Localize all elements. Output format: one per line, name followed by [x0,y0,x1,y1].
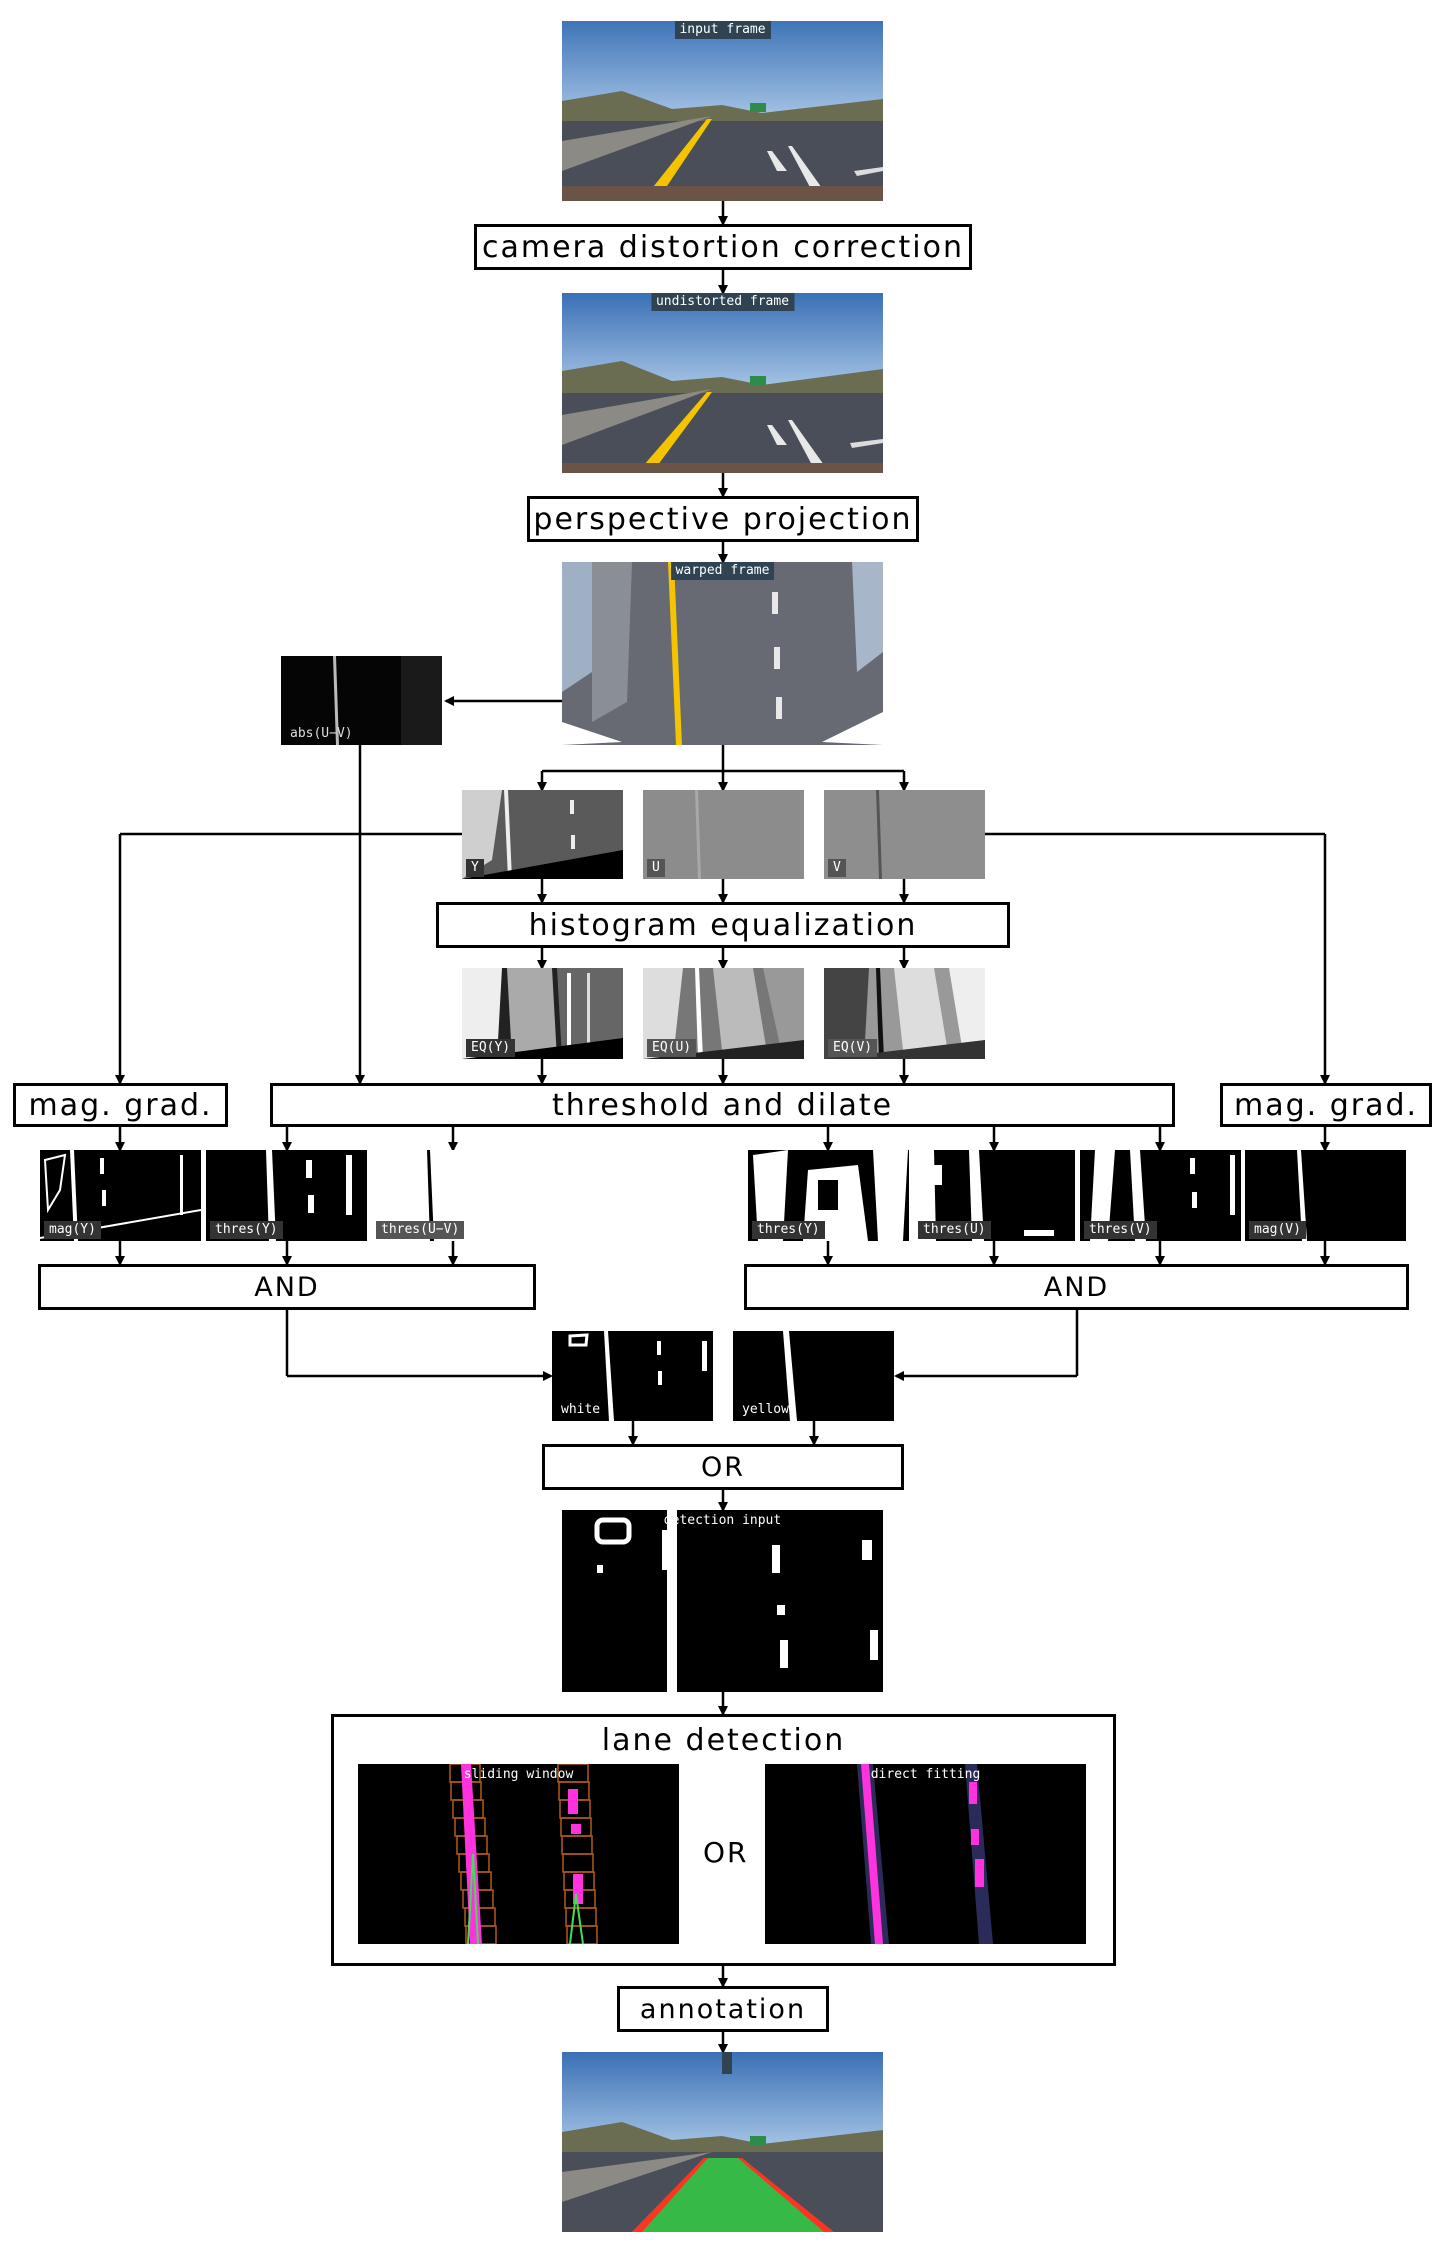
caption-thres-y-right: thres(Y) [752,1221,825,1239]
caption-mag-y: mag(Y) [44,1221,101,1239]
white-mask-plot [552,1331,713,1421]
mag-y-image: mag(Y) [40,1150,201,1241]
caption-direct-fitting: direct fitting [870,1767,981,1782]
caption-thres-y-left: thres(Y) [210,1221,283,1239]
caption-undistorted-frame: undistorted frame [650,293,795,311]
and-left-box: AND [38,1264,536,1310]
caption-eq-u: EQ(U) [647,1039,697,1057]
mag-grad-left-label: mag. grad. [28,1087,213,1123]
caption-thres-u: thres(U) [918,1221,991,1239]
sliding-window-image: sliding window [358,1764,679,1944]
histogram-equalization-label: histogram equalization [528,907,918,943]
caption-u: U [647,859,665,877]
camera-distortion-correction-box: camera distortion correction [474,224,972,270]
yellow-mask-image: yellow [733,1331,894,1421]
mag-grad-right-box: mag. grad. [1220,1083,1432,1127]
and-right-box: AND [744,1264,1409,1310]
caption-eq-y: EQ(Y) [466,1039,516,1057]
lane-detection-or-label: OR [703,1836,749,1869]
histogram-equalization-box: histogram equalization [436,902,1010,948]
thres-uv-image: thres(U−V) [372,1150,533,1241]
undistorted-frame-image: undistorted frame [562,293,883,473]
eq-y-plot [462,968,623,1059]
threshold-and-dilate-box: threshold and dilate [270,1083,1175,1127]
yellow-mask-plot [733,1331,894,1421]
caption-thres-uv: thres(U−V) [376,1221,465,1239]
mag-v-image: mag(V) [1245,1150,1406,1241]
camera-distortion-correction-label: camera distortion correction [481,229,965,265]
threshold-and-dilate-label: threshold and dilate [551,1087,894,1123]
eq-u-plot [643,968,804,1059]
thres-y-left-image: thres(Y) [206,1150,367,1241]
caption-abs-uv: abs(U−V) [290,726,353,741]
mag-grad-left-box: mag. grad. [13,1083,228,1127]
caption-yellow: yellow [742,1402,789,1417]
thres-y-right-image: thres(Y) [748,1150,909,1241]
caption-mag-v: mag(V) [1249,1221,1306,1239]
thres-u-image: thres(U) [914,1150,1075,1241]
mag-grad-right-label: mag. grad. [1233,1087,1419,1123]
thres-v-image: thres(V) [1080,1150,1241,1241]
abs-uv-plot [281,656,442,745]
annotation-box: annotation [617,1986,829,2032]
caption-v: V [828,859,846,877]
detection-input-image: detection input [562,1510,883,1692]
road-photo [562,21,883,201]
annotated-road-photo [562,2052,883,2232]
and-right-label: AND [1043,1271,1110,1303]
channel-v-image: V [824,790,985,879]
channel-y-plot [462,790,623,879]
eq-u-image: EQ(U) [643,968,804,1059]
sliding-window-plot [358,1764,679,1944]
direct-fitting-image: direct fitting [765,1764,1086,1944]
caption-white: white [561,1402,601,1417]
perspective-projection-box: perspective projection [527,496,919,542]
or-label: OR [700,1451,745,1483]
warped-road-photo [562,562,883,745]
caption-input-frame: input frame [674,21,771,39]
caption-y: Y [466,859,484,877]
channel-v-plot [824,790,985,879]
caption-detection-input: detection input [663,1513,782,1528]
output-frame-image [562,2052,883,2232]
channel-u-plot [643,790,804,879]
detection-input-plot [562,1510,883,1692]
channel-u-image: U [643,790,804,879]
channel-y-image: Y [462,790,623,879]
direct-fitting-plot [765,1764,1086,1944]
input-frame-image: input frame [562,21,883,201]
or-box: OR [542,1444,904,1490]
caption-thres-v: thres(V) [1084,1221,1157,1239]
lane-detection-label: lane detection [601,1723,846,1758]
annotation-label: annotation [639,1993,807,2025]
caption-warped-frame: warped frame [670,562,775,580]
perspective-projection-label: perspective projection [533,501,913,537]
caption-sliding-window: sliding window [463,1767,574,1782]
eq-y-image: EQ(Y) [462,968,623,1059]
and-left-label: AND [254,1271,320,1303]
white-mask-image: white [552,1331,713,1421]
mag-y-plot [40,1150,201,1241]
caption-eq-v: EQ(V) [828,1039,878,1057]
thres-y-left-plot [206,1150,367,1241]
road-photo [562,293,883,473]
abs-uv-image: abs(U−V) [281,656,442,745]
eq-v-image: EQ(V) [824,968,985,1059]
warped-frame-image: warped frame [562,562,883,745]
